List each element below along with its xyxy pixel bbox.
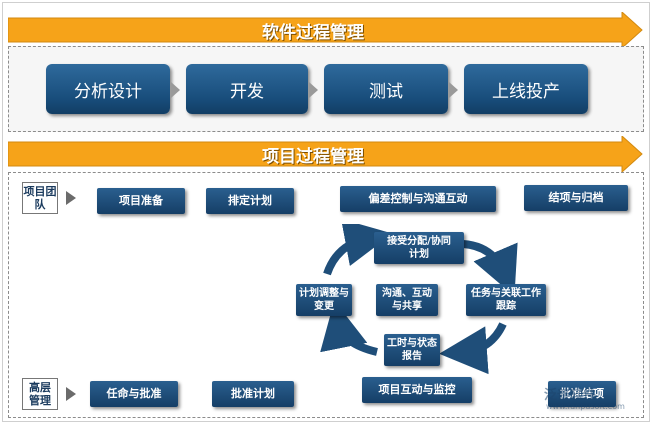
phase-label: 测试 [369,81,403,102]
step-deviation-control: 偏差控制与沟通互动 [340,186,496,212]
step-label: 任命与批准 [106,387,162,400]
cycle-arrow-bottom-left [320,300,378,356]
cycle-arrow-bottom-right [439,322,507,375]
banner-arrow-shape [8,136,643,172]
step-appoint-approve: 任命与批准 [90,381,178,407]
software-process-title: 软件过程管理 [262,22,364,43]
watermark-logo: 泛普软件 www.fanpusoft.com [528,378,646,418]
cycle-label: 计划调整与变更 [299,288,349,312]
cycle-plan-adjust: 计划调整与变更 [296,284,352,316]
phase-go-live: 上线投产 [464,64,588,114]
project-process-title: 项目过程管理 [262,146,364,167]
row-label-text: 高层管理 [29,381,51,407]
phase-development: 开发 [186,64,308,114]
step-schedule-plan: 排定计划 [206,188,294,214]
step-close-archive: 结项与归档 [524,185,628,211]
row-label-project-team: 项目团队 [22,182,58,214]
row-label-text: 项目团队 [23,185,57,211]
watermark-url: www.fanpusoft.com [546,402,625,411]
phase-analysis-design: 分析设计 [46,64,170,114]
step-label: 项目准备 [119,194,163,207]
step-label: 批准计划 [231,387,275,400]
cycle-task-tracking: 任务与关联工作跟踪 [466,284,546,316]
chevron-right-icon [309,82,318,98]
step-approve-close: 批准结项 [548,381,616,407]
step-label: 排定计划 [228,194,272,207]
cycle-label: 工时与状态报告 [387,338,437,362]
watermark-name: 泛普软件 [544,388,597,403]
phase-testing: 测试 [324,64,448,114]
cycle-label: 沟通、互动与共享 [382,288,432,312]
step-label: 批准结项 [560,387,604,400]
step-approve-plan: 批准计划 [212,381,294,407]
chevron-right-icon [171,82,180,98]
arrow-right-icon [66,387,76,401]
cycle-communication-center: 沟通、互动与共享 [376,284,438,316]
step-interaction-monitor: 项目互动与监控 [362,377,472,403]
row-label-senior-management: 高层管理 [22,378,58,410]
cycle-accept-assignment: 接受分配/协同计划 [374,232,464,264]
arrow-right-icon [66,191,76,205]
phase-label: 开发 [230,81,264,102]
phase-label: 分析设计 [74,81,142,102]
step-label: 结项与归档 [548,191,604,204]
cycle-arrows [320,224,518,375]
chevron-right-icon [449,82,458,98]
step-label: 偏差控制与沟通互动 [368,192,468,205]
cycle-arrow-top-left [323,224,393,276]
cycle-arrow-top-right [462,240,518,297]
cycle-label: 接受分配/协同计划 [387,236,451,260]
cycle-label: 任务与关联工作跟踪 [471,288,541,312]
step-project-prep: 项目准备 [97,188,185,214]
cycle-timesheet-report: 工时与状态报告 [384,334,440,366]
phase-label: 上线投产 [492,81,560,102]
diagram-frame [2,2,650,422]
step-label: 项目互动与监控 [378,383,456,396]
banner-arrow-shape [8,12,643,48]
